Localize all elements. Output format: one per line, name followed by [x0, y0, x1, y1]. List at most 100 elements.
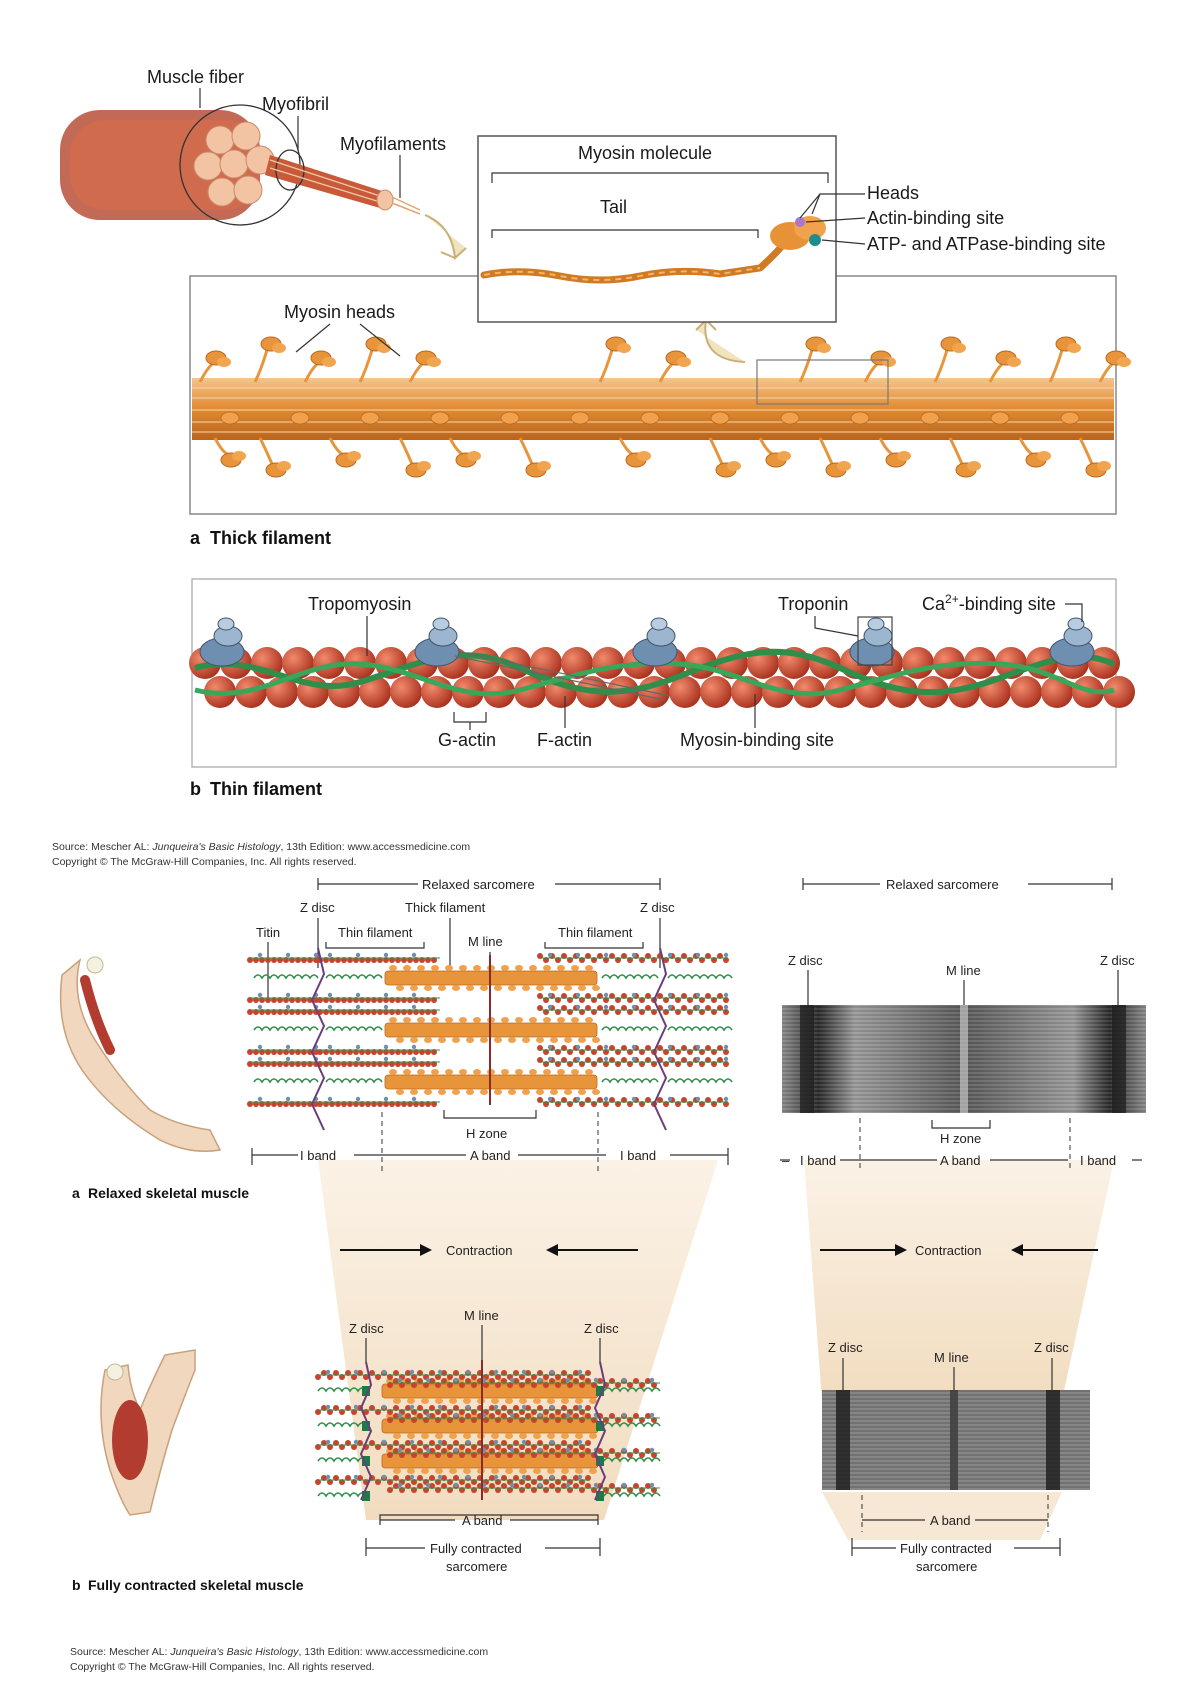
thin-filament	[317, 952, 440, 963]
titin-spring	[603, 1492, 661, 1498]
thick-filament-rod	[192, 378, 1114, 440]
titin-spring	[601, 974, 659, 980]
troponin-complex	[849, 617, 895, 667]
contracted-em-micrograph	[822, 1390, 1090, 1490]
i-band-label-r2: I band	[1080, 1153, 1116, 1168]
myosin-binding-site-label: Myosin-binding site	[680, 730, 834, 750]
relaxed-sarcomere-label-right: Relaxed sarcomere	[886, 877, 999, 892]
relaxed-sarcomere-label-left: Relaxed sarcomere	[422, 877, 535, 892]
h-zone-label-r: H zone	[940, 1131, 981, 1146]
thin-filament	[247, 1056, 320, 1067]
z-disc	[652, 947, 668, 1131]
h-zone-label-l: H zone	[466, 1126, 507, 1141]
atp-binding-site-label: ATP- and ATPase-binding site	[867, 234, 1105, 254]
thin-filament	[387, 1447, 660, 1458]
thin-filament	[317, 1056, 440, 1067]
g-actin-bead	[700, 676, 732, 708]
titin-spring	[603, 1387, 661, 1393]
z-disc-label-l2: Z disc	[640, 900, 675, 915]
tropomyosin-label: Tropomyosin	[308, 594, 411, 614]
g-actin-bead	[1103, 676, 1135, 708]
thin-filament	[537, 1096, 660, 1107]
tropomyosin-strand-1	[194, 648, 1116, 696]
troponin-complex	[199, 617, 245, 667]
myosin-head	[1060, 411, 1080, 425]
titin-spring	[667, 974, 733, 980]
titin-spring	[325, 1078, 383, 1084]
relaxed-sarcomere-diagram	[247, 947, 733, 1131]
funnel-right	[804, 1160, 1114, 1400]
g-actin-bead	[468, 647, 500, 679]
thin-filament	[247, 1004, 320, 1015]
thin-filament	[537, 1004, 660, 1015]
atp-site-mark	[809, 234, 821, 246]
thin-filament	[317, 1004, 440, 1015]
thin-filament-label-l: Thin filament	[338, 925, 413, 940]
source-line-top: Source: Mescher AL: Junqueira's Basic Hi…	[52, 841, 470, 853]
myosin-head	[500, 411, 520, 425]
thin-filament	[657, 1044, 729, 1055]
thin-filament-panel	[191, 578, 1117, 768]
thin-filament	[537, 992, 660, 1003]
heads-label: Heads	[867, 183, 919, 203]
thin-filament	[657, 1004, 729, 1015]
muscle-fiber-label: Muscle fiber	[147, 67, 244, 87]
fully-contracted-l2: sarcomere	[446, 1559, 507, 1574]
contracted-sarcomere-diagram	[315, 1360, 661, 1501]
thin-filament	[247, 1096, 320, 1107]
thin-filament	[537, 952, 660, 963]
troponin-group	[199, 617, 1095, 667]
thin-filament-label-r: Thin filament	[558, 925, 633, 940]
titin-spring	[317, 1387, 367, 1393]
fully-contracted-l1: Fully contracted	[430, 1541, 522, 1556]
contraction-label-l: Contraction	[446, 1243, 512, 1258]
actin-binding-site-label: Actin-binding site	[867, 208, 1004, 228]
tail-label: Tail	[600, 197, 627, 217]
relaxed-em-micrograph	[782, 1005, 1146, 1113]
ca-binding-site-label: Ca2+-binding site	[922, 592, 1056, 614]
thin-filament	[387, 1412, 660, 1423]
m-line-label-r1: M line	[946, 963, 981, 978]
myosin-head	[220, 411, 240, 425]
myosin-molecule-label: Myosin molecule	[578, 143, 712, 163]
i-band-dash-l: –	[782, 1153, 790, 1168]
titin-spring	[601, 1026, 659, 1032]
m-line-label-l2: M line	[464, 1308, 499, 1323]
thin-filament	[387, 1377, 660, 1388]
thin-filament	[537, 1044, 660, 1055]
titin-spring	[253, 974, 319, 980]
z-disc-label-r4: Z disc	[1034, 1340, 1069, 1355]
titin-spring	[603, 1422, 661, 1428]
thick-filament-label: Thick filament	[405, 900, 486, 915]
thin-filament	[537, 1056, 660, 1067]
titin-spring	[667, 1026, 733, 1032]
source-line-bottom: Source: Mescher AL: Junqueira's Basic Hi…	[70, 1646, 488, 1658]
myosin-head	[430, 411, 450, 425]
thin-filament	[657, 1056, 729, 1067]
z-disc-label-l1: Z disc	[300, 900, 335, 915]
thin-filament	[657, 992, 729, 1003]
thin-filament	[317, 1096, 440, 1107]
myosin-head	[990, 411, 1010, 425]
g-actin-bead	[530, 647, 562, 679]
actin-binding-site-mark	[795, 217, 805, 227]
titin-spring	[253, 1078, 319, 1084]
muscle-fiber-illustration	[60, 104, 421, 226]
g-actin-bead	[1010, 676, 1042, 708]
copyright-line-top: Copyright © The McGraw-Hill Companies, I…	[52, 856, 357, 868]
m-line-label-r2: M line	[934, 1350, 969, 1365]
myosin-head	[360, 411, 380, 425]
contracted-arm-illustration	[100, 1349, 196, 1516]
fully-contracted-r1: Fully contracted	[900, 1541, 992, 1556]
titin-spring	[317, 1457, 367, 1463]
fully-contracted-r2: sarcomere	[916, 1559, 977, 1574]
myofilaments-label: Myofilaments	[340, 134, 446, 154]
caption-relaxed-skeletal-muscle: Relaxed skeletal muscle	[88, 1185, 249, 1201]
myosin-heads-label: Myosin heads	[284, 302, 395, 322]
titin-label: Titin	[256, 925, 280, 940]
m-line-label-l1: M line	[468, 934, 503, 949]
arrow-down-icon	[424, 214, 467, 261]
arrow-right-icon-2	[895, 1244, 907, 1256]
caption-relaxed-letter: a	[72, 1185, 80, 1201]
